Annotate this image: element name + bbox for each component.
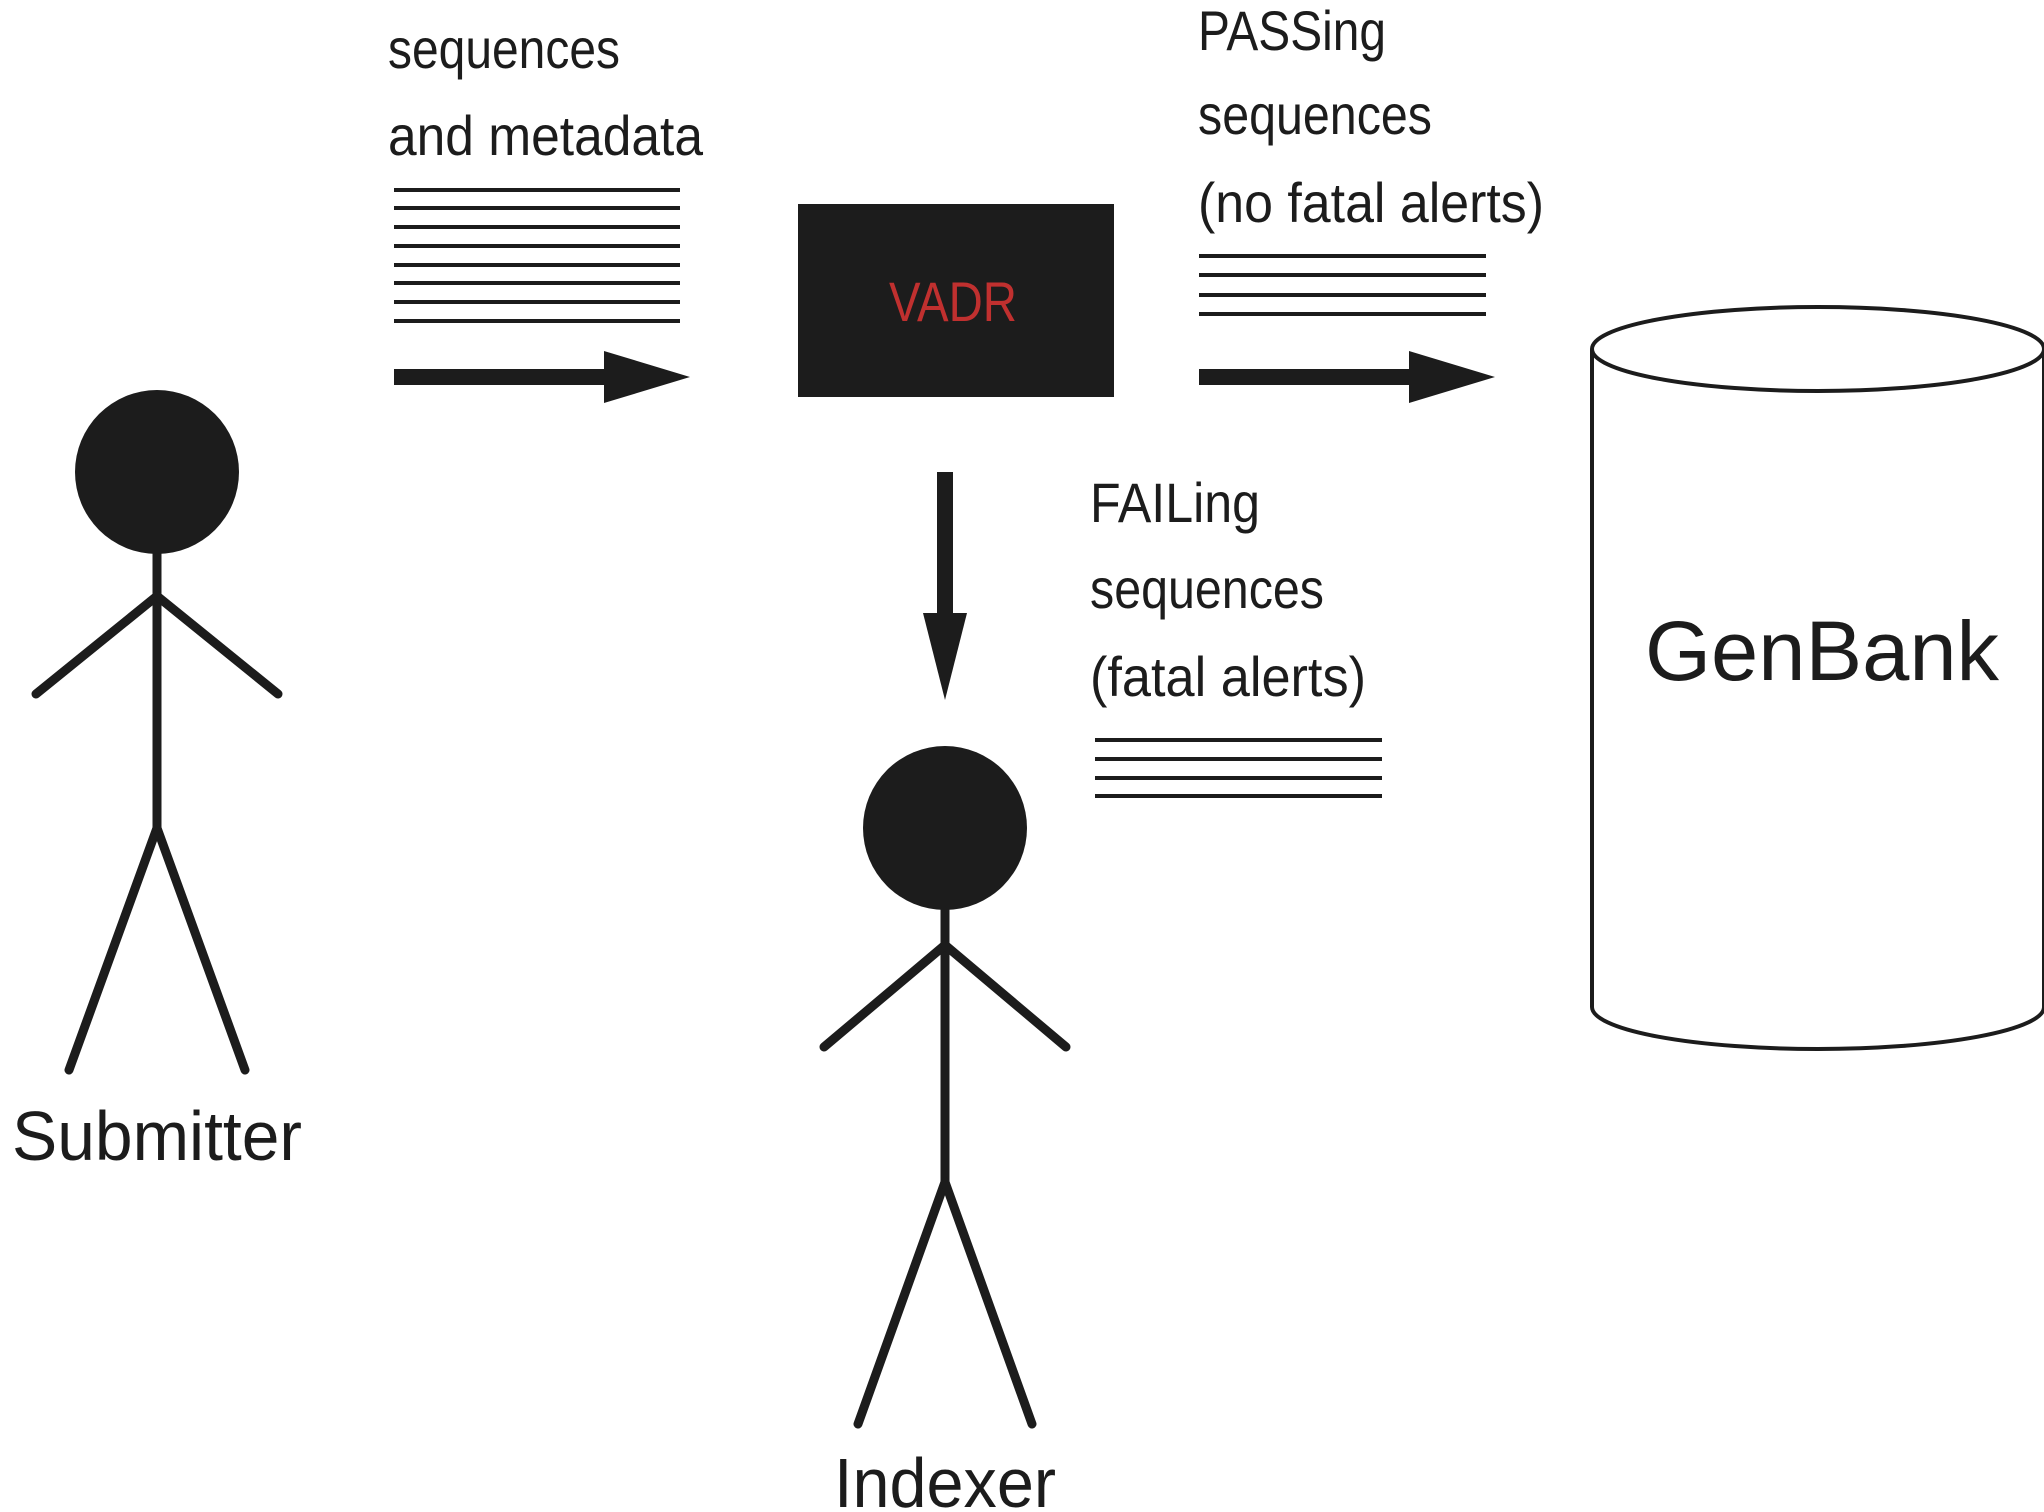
genbank-label: GenBank — [1645, 604, 2000, 698]
submitter-left-arm — [31, 591, 162, 699]
passing-sequence-lines — [1199, 254, 1486, 316]
vadr-label: VADR — [889, 270, 1017, 333]
submitter-head — [75, 390, 239, 554]
failing-label-line-1: FAILing — [1090, 471, 1260, 534]
indexer-right-arm — [940, 940, 1071, 1052]
input-sequence-lines — [394, 188, 680, 323]
genbank-database-icon — [1590, 305, 2044, 1051]
input-label-line-2: and metadata — [388, 104, 704, 167]
failing-label-line-2: sequences — [1090, 557, 1324, 620]
indexer-right-leg — [940, 1177, 1037, 1429]
indexer-left-leg — [853, 1177, 950, 1429]
submitter-label: Submitter — [12, 1097, 302, 1175]
indexer-label: Indexer — [834, 1444, 1056, 1512]
vadr-box — [798, 204, 1114, 397]
arrow-to-vadr — [394, 351, 690, 403]
passing-label-line-1: PASSing — [1198, 0, 1386, 62]
failing-sequence-lines — [1095, 738, 1382, 798]
cylinder-body — [1590, 349, 2044, 1051]
indexer-head — [863, 746, 1027, 910]
submitter-right-leg — [152, 823, 250, 1075]
cylinder-top — [1590, 305, 2044, 393]
submitter-left-leg — [64, 823, 162, 1075]
submitter-figure-icon — [31, 390, 283, 1075]
submitter-right-arm — [152, 591, 283, 699]
indexer-left-arm — [819, 940, 950, 1052]
passing-label-line-2: sequences — [1198, 83, 1432, 146]
passing-label-line-3: (no fatal alerts) — [1198, 171, 1544, 234]
input-label-line-1: sequences — [388, 17, 620, 80]
arrow-to-genbank — [1199, 351, 1495, 403]
arrow-to-indexer — [923, 472, 967, 700]
indexer-figure-icon — [819, 746, 1071, 1429]
failing-label-line-3: (fatal alerts) — [1090, 645, 1366, 708]
